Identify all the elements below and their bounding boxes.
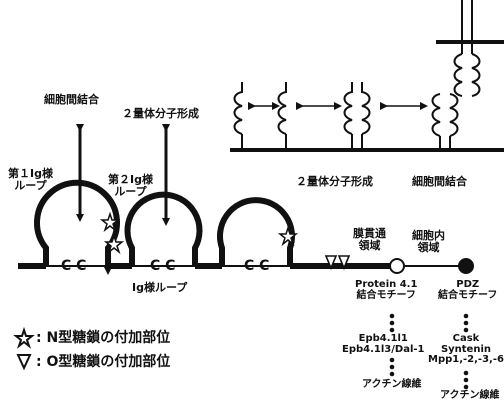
- membrane-schematic: [230, 0, 504, 152]
- ig-loop2-label: 第２Ig様 ループ: [108, 173, 153, 198]
- n-glycan-star-2: [103, 233, 125, 255]
- cc-label-2: C C: [150, 258, 176, 274]
- epb-partners-label: Epb4.1l1 Epb4.1l3/Dal-1: [342, 333, 425, 355]
- adhesion-membrane-label: 細胞間結合: [412, 175, 467, 188]
- legend-o-glycan: : O型糖鎖の付加部位: [36, 354, 171, 370]
- o-glycan-triangle-1: [324, 255, 338, 271]
- legend-n-glycan: : N型糖鎖の付加部位: [36, 330, 171, 346]
- dimer-top-label: ２量体分子形成: [122, 107, 199, 120]
- cask-partners-label: Cask Syntenin Mpp1,-2,-3,-6: [428, 333, 504, 365]
- c-terminus-marker: [458, 258, 474, 274]
- legend-triangle-icon: [16, 354, 32, 371]
- n-glycan-star-3: [277, 225, 299, 247]
- ig-loop1-label: 第１Ig様 ループ: [8, 167, 53, 192]
- cc-label-1: C C: [61, 258, 87, 274]
- ig-loop-1: [34, 179, 120, 266]
- pdz-motif-label: PDZ 結合モチーフ: [438, 279, 498, 301]
- transmembrane-label: 膜貫通 領域: [353, 227, 386, 252]
- molecule-pair-2: [343, 82, 371, 150]
- actin-label-2: アクチン線維: [440, 390, 500, 401]
- molecule-pair-1: [233, 82, 287, 150]
- n-glycan-star-1: [99, 211, 121, 233]
- binding-connectors: [389, 313, 469, 390]
- molecule-pair-4: [453, 0, 481, 97]
- protein41-motif-label: Protein 4.1 結合モチーフ: [355, 279, 418, 301]
- o-glycan-triangle-2: [337, 255, 351, 271]
- adhesion-top-label: 細胞間結合: [44, 93, 99, 106]
- ig-loop-bottom-label: Ig様ループ: [132, 281, 188, 294]
- ig-loop-3: [217, 197, 295, 266]
- legend-star-icon: [13, 326, 35, 349]
- cc-label-3: C C: [244, 258, 270, 274]
- intracellular-label: 細胞内 領域: [412, 229, 445, 254]
- membrane-marker: [389, 258, 405, 274]
- ig-loop-2: [124, 191, 203, 266]
- molecule-pair-3: [431, 93, 459, 150]
- actin-label-1: アクチン線維: [362, 379, 422, 390]
- dimer-membrane-label: ２量体分子形成: [296, 175, 373, 188]
